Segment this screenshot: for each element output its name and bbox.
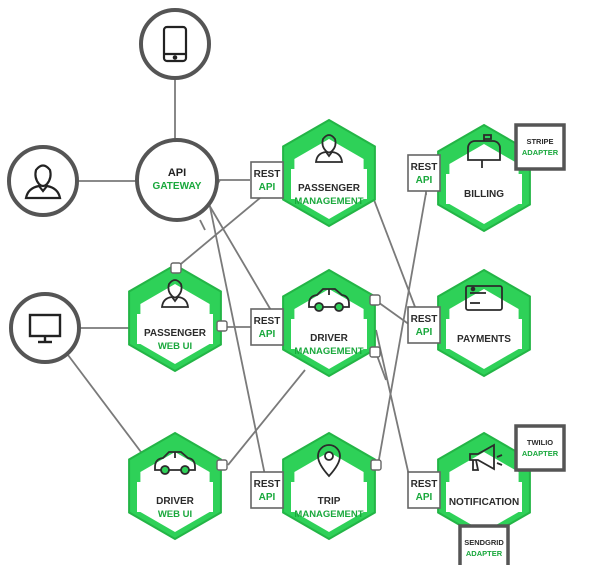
service-notification: NOTIFICATION (437, 431, 531, 541)
service-billing: BILLING (437, 123, 531, 233)
adapter-name: STRIPE (526, 137, 553, 146)
credit-card-icon (465, 285, 503, 311)
adapter-name: TWILIO (527, 438, 553, 447)
sendgrid-adapter: SENDGRID ADAPTER (458, 524, 510, 565)
connector-lines (67, 78, 457, 491)
port-square (216, 320, 228, 332)
rest-api-box: REST API (250, 161, 284, 199)
person-icon (314, 134, 344, 163)
connector-ports (170, 262, 382, 471)
port-square (369, 294, 381, 306)
client-user (7, 145, 79, 217)
adapter-label: ADAPTER (522, 148, 559, 157)
service-subtitle: WEB UI (158, 509, 192, 520)
rest-api-box: REST API (407, 306, 441, 344)
mailbox-icon (467, 134, 501, 168)
service-title: DRIVER (310, 333, 349, 344)
port-square (216, 459, 228, 471)
person-icon (160, 279, 190, 308)
rest-api-box: REST API (407, 154, 441, 192)
rest-label: REST (254, 479, 281, 490)
service-title: BILLING (464, 189, 504, 200)
service-passenger-management: PASSENGER MANAGEMENT (282, 118, 376, 228)
api-label: API (259, 182, 276, 193)
rest-label: REST (411, 479, 438, 490)
client-mobile (139, 8, 211, 80)
service-passenger-web-ui: PASSENGER WEB UI (128, 263, 222, 373)
api-label: API (259, 329, 276, 340)
service-subtitle: MANAGEMENT (294, 346, 363, 357)
service-payments: PAYMENTS (437, 268, 531, 378)
adapter-label: ADAPTER (522, 449, 559, 458)
api-gateway-sublabel: GATEWAY (153, 181, 202, 192)
smartphone-icon (162, 25, 188, 63)
rest-label: REST (254, 169, 281, 180)
monitor-icon (28, 313, 62, 344)
car-icon (154, 451, 196, 475)
api-label: API (416, 492, 433, 503)
api-gateway: API GATEWAY (135, 138, 219, 222)
api-label: API (259, 492, 276, 503)
megaphone-icon (469, 443, 503, 471)
user-icon (24, 164, 62, 200)
service-driver-web-ui: DRIVER WEB UI (128, 431, 222, 541)
stripe-adapter: STRIPE ADAPTER (514, 123, 566, 171)
rest-api-box: REST API (250, 308, 284, 346)
service-driver-management: DRIVER MANAGEMENT (282, 268, 376, 378)
map-pin-icon (317, 444, 341, 478)
service-title: TRIP (318, 496, 341, 507)
rest-label: REST (411, 162, 438, 173)
service-trip-management: TRIP MANAGEMENT (282, 431, 376, 541)
port-square (170, 262, 182, 274)
rest-label: REST (411, 314, 438, 325)
api-gateway-label: API (168, 167, 186, 179)
service-subtitle: MANAGEMENT (294, 196, 363, 207)
service-title: PAYMENTS (457, 334, 511, 345)
twilio-adapter: TWILIO ADAPTER (514, 424, 566, 472)
adapter-label: ADAPTER (466, 549, 503, 558)
rest-api-box: REST API (250, 471, 284, 509)
api-label: API (416, 327, 433, 338)
rest-label: REST (254, 316, 281, 327)
service-title: PASSENGER (298, 183, 361, 194)
service-title: PASSENGER (144, 328, 207, 339)
port-square (369, 346, 381, 358)
service-subtitle: WEB UI (158, 341, 192, 352)
port-square (370, 459, 382, 471)
adapter-name: SENDGRID (464, 538, 504, 547)
client-desktop (9, 292, 81, 364)
service-subtitle: MANAGEMENT (294, 509, 363, 520)
service-title: NOTIFICATION (449, 497, 519, 508)
api-label: API (416, 175, 433, 186)
service-title: DRIVER (156, 496, 195, 507)
car-icon (308, 288, 350, 312)
rest-api-box: REST API (407, 471, 441, 509)
